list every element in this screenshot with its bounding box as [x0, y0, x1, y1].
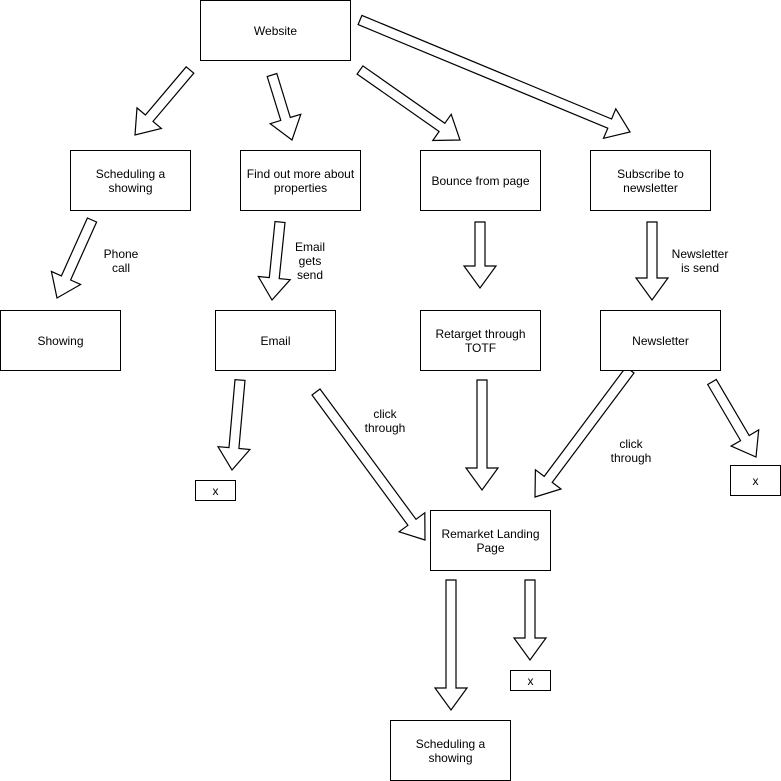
- arrow-retarget-to-remarket: [464, 379, 500, 492]
- arrow-website-to-find-out-more: [266, 72, 302, 141]
- node-newsletter: Newsletter: [600, 310, 721, 371]
- node-email: Email: [215, 310, 336, 371]
- arrow-remarket-to-scheduling-final: [433, 579, 469, 712]
- node-find-out-more: Find out more about properties: [240, 150, 361, 211]
- arrow-subscribe-to-newsletter: [634, 221, 670, 302]
- node-x-remarket: x: [510, 670, 551, 691]
- arrow-website-to-bounce: [356, 65, 461, 142]
- node-scheduling-showing-final: Scheduling a showing: [390, 720, 511, 781]
- edge-label-click-through-email: click through: [364, 407, 406, 435]
- arrow-email-to-x: [216, 378, 252, 472]
- arrow-bounce-to-retarget: [462, 221, 498, 290]
- node-retarget: Retarget through TOTF: [420, 310, 541, 371]
- arrow-find-out-more-to-email: [257, 220, 292, 302]
- node-bounce: Bounce from page: [420, 150, 541, 211]
- node-website: Website: [200, 0, 351, 61]
- node-remarket: Remarket Landing Page: [430, 510, 551, 571]
- edge-label-email-gets-send: Email gets send: [294, 240, 325, 282]
- edge-label-click-through-newsletter: click through: [610, 437, 652, 465]
- node-x-newsletter: x: [730, 465, 781, 496]
- node-subscribe: Subscribe to newsletter: [590, 150, 711, 211]
- node-x-email: x: [195, 480, 236, 501]
- arrow-newsletter-to-remarket: [534, 366, 635, 498]
- arrow-email-to-remarket: [311, 388, 426, 541]
- arrow-website-to-scheduling: [134, 65, 195, 136]
- arrow-scheduling-to-showing: [50, 217, 98, 299]
- edge-label-phone-call: Phone call: [103, 247, 139, 275]
- arrow-website-to-subscribe: [357, 14, 631, 140]
- arrow-remarket-to-x: [512, 579, 548, 662]
- node-scheduling-showing: Scheduling a showing: [70, 150, 191, 211]
- edge-label-newsletter-is-send: Newsletter is send: [671, 247, 729, 275]
- node-showing: Showing: [0, 310, 121, 371]
- arrow-newsletter-to-x: [706, 378, 760, 458]
